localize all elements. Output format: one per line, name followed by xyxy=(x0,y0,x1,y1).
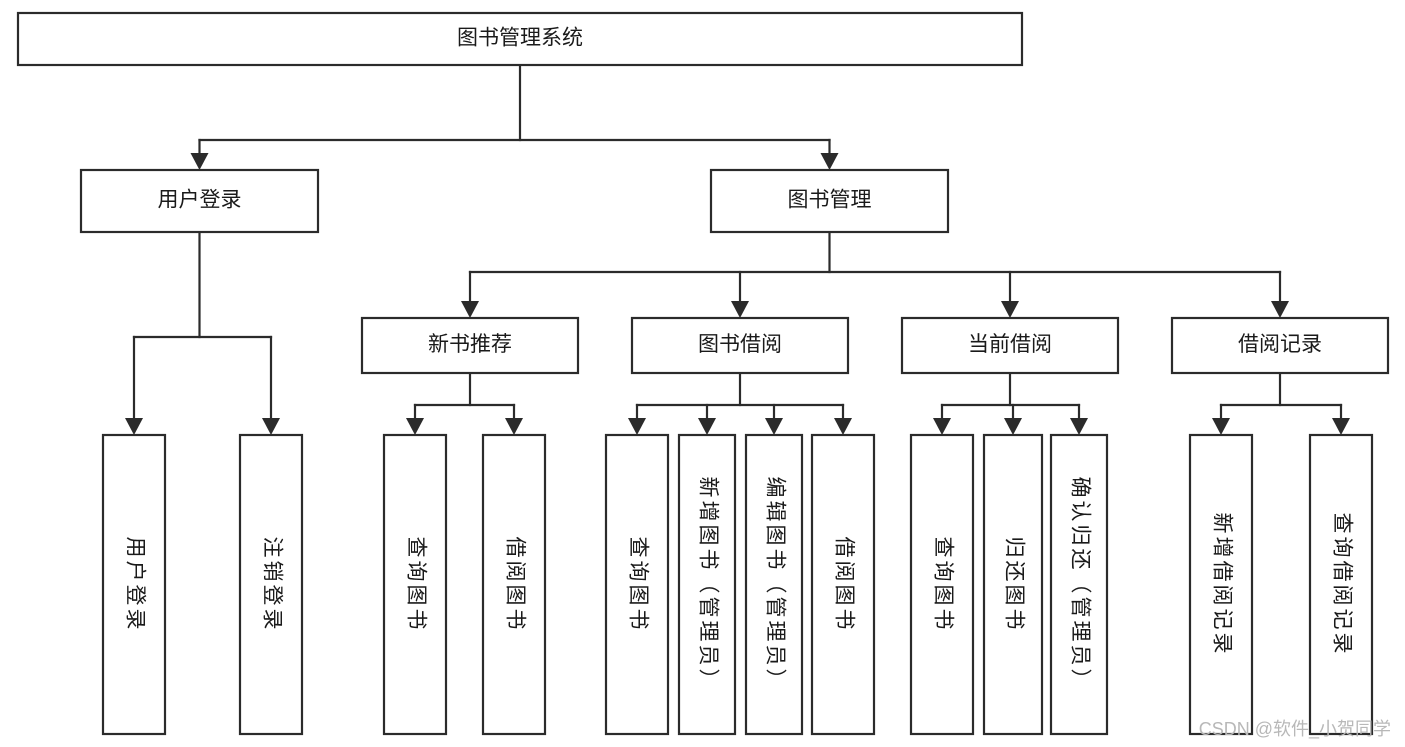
node-label: 用户登录 xyxy=(158,189,242,212)
arrow-head-icon xyxy=(1212,418,1230,435)
node-label: 查询借阅记录 xyxy=(1330,513,1353,657)
node-box xyxy=(360,316,580,375)
arrow-head-icon xyxy=(1332,418,1350,435)
node-box xyxy=(909,433,975,736)
node-leaf-3-借阅图书[interactable]: 借阅图书 xyxy=(481,433,547,736)
node-label: 借阅图书 xyxy=(503,537,526,633)
node-level3-当前借阅[interactable]: 当前借阅 xyxy=(900,316,1120,375)
node-leaf-1-注销登录[interactable]: 注销登录 xyxy=(238,433,304,736)
node-leaf-0-用户登录[interactable]: 用户登录 xyxy=(101,433,167,736)
node-box xyxy=(481,433,547,736)
node-level3-图书借阅[interactable]: 图书借阅 xyxy=(630,316,850,375)
arrow-head-icon xyxy=(834,418,852,435)
arrow-head-icon xyxy=(190,153,209,170)
node-label: 图书借阅 xyxy=(698,333,782,356)
node-box xyxy=(101,433,167,736)
arrow-head-icon xyxy=(820,153,839,170)
node-level3-借阅记录[interactable]: 借阅记录 xyxy=(1170,316,1390,375)
node-label: 确认归还（管理员） xyxy=(1068,477,1091,693)
connector-layer xyxy=(125,63,1350,435)
node-box xyxy=(900,316,1120,375)
arrow-head-icon xyxy=(933,418,951,435)
arrow-head-icon xyxy=(765,418,783,435)
node-label: 编辑图书（管理员） xyxy=(763,477,786,693)
node-box xyxy=(604,433,670,736)
node-label: 查询图书 xyxy=(626,537,649,633)
node-box xyxy=(1188,433,1254,736)
node-label: 用户登录 xyxy=(123,537,146,633)
arrow-head-icon xyxy=(1070,418,1088,435)
node-root-图书管理系统[interactable]: 图书管理系统 xyxy=(16,11,1024,67)
node-box xyxy=(630,316,850,375)
node-layer: 图书管理系统用户登录图书管理新书推荐图书借阅当前借阅借阅记录用户登录注销登录查询… xyxy=(16,11,1390,736)
node-box xyxy=(1049,433,1109,736)
node-box xyxy=(382,433,448,736)
arrow-head-icon xyxy=(1271,301,1289,318)
node-label: 归还图书 xyxy=(1002,537,1025,633)
node-label: 图书管理 xyxy=(788,189,872,212)
arrow-head-icon xyxy=(125,418,143,435)
node-leaf-11-新增借阅记录[interactable]: 新增借阅记录 xyxy=(1188,433,1254,736)
node-box xyxy=(238,433,304,736)
node-label: 当前借阅 xyxy=(968,333,1052,356)
node-leaf-9-归还图书[interactable]: 归还图书 xyxy=(982,433,1044,736)
arrow-head-icon xyxy=(1004,418,1022,435)
node-box xyxy=(810,433,876,736)
node-box xyxy=(744,433,804,736)
node-label: 注销登录 xyxy=(260,537,283,633)
node-label: 查询图书 xyxy=(404,537,427,633)
node-box xyxy=(677,433,737,736)
node-leaf-2-查询图书[interactable]: 查询图书 xyxy=(382,433,448,736)
node-label: 新增图书（管理员） xyxy=(696,477,719,693)
node-label: 借阅图书 xyxy=(832,537,855,633)
arrow-head-icon xyxy=(628,418,646,435)
node-leaf-12-查询借阅记录[interactable]: 查询借阅记录 xyxy=(1308,433,1374,736)
node-box xyxy=(16,11,1024,67)
node-level2-图书管理[interactable]: 图书管理 xyxy=(709,168,950,234)
node-label: 查询图书 xyxy=(931,537,954,633)
node-leaf-8-查询图书[interactable]: 查询图书 xyxy=(909,433,975,736)
node-leaf-7-借阅图书[interactable]: 借阅图书 xyxy=(810,433,876,736)
arrow-head-icon xyxy=(262,418,280,435)
node-leaf-5-新增图书（管理员）[interactable]: 新增图书（管理员） xyxy=(677,433,737,736)
arrow-head-icon xyxy=(731,301,749,318)
node-level3-新书推荐[interactable]: 新书推荐 xyxy=(360,316,580,375)
node-level2-用户登录[interactable]: 用户登录 xyxy=(79,168,320,234)
node-box xyxy=(79,168,320,234)
arrow-head-icon xyxy=(406,418,424,435)
node-box xyxy=(982,433,1044,736)
node-label: 借阅记录 xyxy=(1238,333,1322,356)
arrow-head-icon xyxy=(461,301,479,318)
node-leaf-4-查询图书[interactable]: 查询图书 xyxy=(604,433,670,736)
node-box xyxy=(709,168,950,234)
node-leaf-10-确认归还（管理员）[interactable]: 确认归还（管理员） xyxy=(1049,433,1109,736)
node-box xyxy=(1170,316,1390,375)
node-label: 新书推荐 xyxy=(428,333,512,356)
arrow-head-icon xyxy=(698,418,716,435)
arrow-head-icon xyxy=(1001,301,1019,318)
node-label: 图书管理系统 xyxy=(457,27,583,50)
node-leaf-6-编辑图书（管理员）[interactable]: 编辑图书（管理员） xyxy=(744,433,804,736)
node-box xyxy=(1308,433,1374,736)
arrow-head-icon xyxy=(505,418,523,435)
node-label: 新增借阅记录 xyxy=(1210,513,1233,657)
